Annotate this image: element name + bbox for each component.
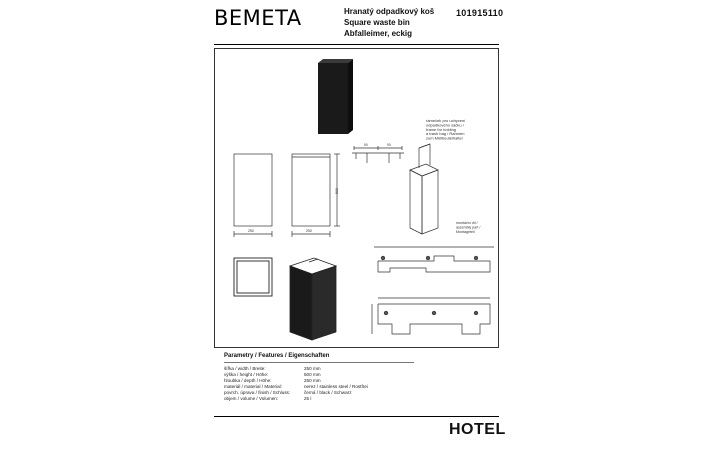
title-de: Abfalleimer, eckig	[344, 29, 413, 38]
title-en: Square waste bin	[344, 18, 410, 27]
title-cz: Hranatý odpadkový koš	[344, 7, 435, 16]
assembly-note: montážní díl / assembly part / Montagete…	[456, 221, 481, 234]
params-rule	[224, 362, 414, 363]
brand-name: BEMETA	[214, 6, 302, 30]
params-heading: Parametry / Features / Eigenschaften	[224, 353, 330, 359]
param-label: povrch. úprava / finish / Schluss:	[224, 390, 291, 395]
param-label: hloubka / depth / Höhe:	[224, 378, 272, 383]
param-value: černá / black / Schwarz	[304, 390, 352, 395]
param-row: šířka / width / Breite: 250 mm	[224, 366, 321, 371]
product-code: 101915110	[456, 8, 504, 18]
param-row: objem / volume / Volumen: 25 l	[224, 396, 311, 401]
bin-with-frame-isometric	[409, 143, 439, 235]
product-photo	[318, 59, 353, 134]
param-label: objem / volume / Volumen:	[224, 396, 279, 401]
assembly-part-top	[374, 246, 494, 273]
product-title-block: Hranatý odpadkový koš Square waste bin A…	[344, 6, 434, 39]
frame-note: rámeček pro uchycení odpadkového sáčku /…	[426, 118, 466, 141]
param-value: 250 mm	[304, 378, 321, 383]
param-row: hloubka / depth / Höhe: 250 mm	[224, 378, 321, 383]
technical-drawing-sheet	[214, 48, 499, 348]
front-view	[233, 153, 273, 237]
param-row: výška / height / Höhe: 500 mm	[224, 372, 321, 377]
technical-drawing: 250 250 500 90 90 rámeček pro uchycení o…	[233, 59, 494, 341]
param-label: výška / height / Höhe:	[224, 372, 269, 377]
header-rule	[214, 44, 499, 45]
param-label: šířka / width / Breite:	[224, 366, 266, 371]
param-value: 25 l	[304, 396, 312, 401]
param-label: materiál / material / Material:	[224, 384, 282, 389]
bin-isometric	[288, 257, 338, 341]
frame-side-view	[352, 146, 404, 163]
front-width-dim: 250	[248, 229, 254, 233]
param-value: 500 mm	[304, 372, 321, 377]
side-view	[291, 153, 340, 237]
brand-logo: BEMETA	[214, 6, 302, 30]
param-row: materiál / material / Material: nerez / …	[224, 384, 368, 389]
frame-dim-a: 90	[364, 143, 368, 147]
param-row: povrch. úprava / finish / Schluss: černá…	[224, 390, 352, 395]
param-value: 250 mm	[304, 366, 321, 371]
height-dim: 500	[335, 188, 339, 194]
side-width-dim: 250	[306, 229, 312, 233]
assembly-part-bottom	[371, 297, 491, 335]
frame-dim-b: 90	[387, 143, 391, 147]
footer-rule	[214, 416, 499, 417]
param-value: nerez / stainless steel / Rostfrei	[304, 384, 368, 389]
top-view	[233, 257, 273, 297]
category-label: HOTEL	[449, 421, 506, 438]
